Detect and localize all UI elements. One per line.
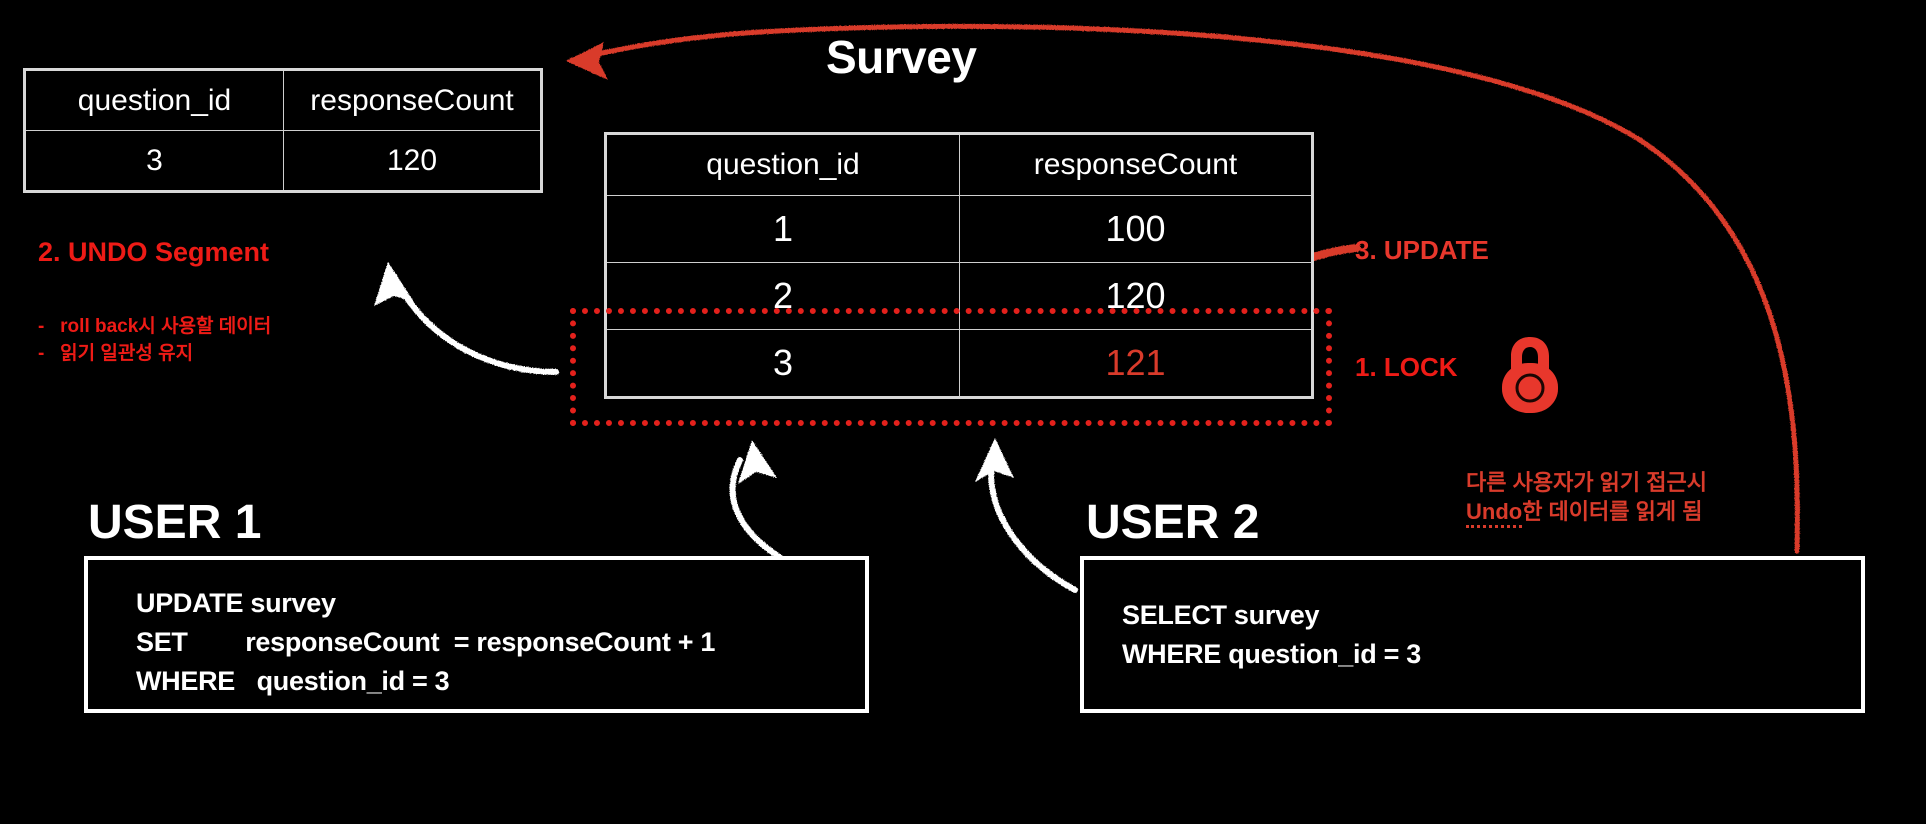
padlock-icon xyxy=(1502,337,1558,413)
column-header-question-id: question_id xyxy=(24,69,284,131)
table-row: 1 100 xyxy=(605,195,1313,263)
cell-response-count: 100 xyxy=(959,195,1313,263)
undo-segment-table: question_id responseCount 3 120 xyxy=(23,68,543,193)
sql-line: UPDATE survey xyxy=(136,588,336,618)
cell-question-id: 3 xyxy=(24,130,284,192)
column-header-response-count: responseCount xyxy=(283,69,542,131)
column-header-response-count: responseCount xyxy=(959,133,1313,196)
cell-response-count: 120 xyxy=(283,130,542,192)
survey-table: question_id responseCount 1 100 2 120 3 … xyxy=(604,132,1314,399)
cell-question-id: 1 xyxy=(605,195,960,263)
user2-title: USER 2 xyxy=(1086,496,1260,549)
table-header-row: question_id responseCount xyxy=(24,69,542,131)
note-line-1: 다른 사용자가 읽기 접근시 xyxy=(1466,470,1707,495)
table-row-locked: 3 121 xyxy=(605,329,1313,398)
sql-line: SELECT survey xyxy=(1122,600,1320,630)
lock-highlight-rectangle xyxy=(570,308,1332,426)
user2-sql-box: SELECT survey WHERE question_id = 3 xyxy=(1080,556,1865,713)
cell-response-count-updated: 121 xyxy=(959,329,1313,398)
undo-read-note: 다른 사용자가 읽기 접근시 Undo한 데이터를 읽게 됨 xyxy=(1466,468,1707,528)
undo-copy-arrow xyxy=(374,262,559,375)
table-header-row: question_id responseCount xyxy=(605,133,1313,196)
cell-question-id: 2 xyxy=(605,262,960,330)
note-line-2-rest: 한 데이터를 읽게 됨 xyxy=(1522,499,1703,524)
note-line-2: Undo한 데이터를 읽게 됨 xyxy=(1466,497,1707,528)
sql-line: WHERE question_id = 3 xyxy=(1122,639,1421,669)
lock-step-label: 1. LOCK xyxy=(1355,352,1458,382)
column-header-question-id: question_id xyxy=(605,133,960,196)
table-row: 2 120 xyxy=(605,262,1313,330)
undo-segment-label: 2. UNDO Segment xyxy=(38,237,270,267)
sql-line: WHERE question_id = 3 xyxy=(136,666,450,696)
user1-title: USER 1 xyxy=(88,496,262,549)
cell-response-count: 120 xyxy=(959,262,1313,330)
user2-to-row-arrow xyxy=(975,438,1078,593)
table-row: 3 120 xyxy=(24,130,542,192)
cell-question-id: 3 xyxy=(605,329,960,398)
user1-to-row-arrow xyxy=(729,440,787,563)
bullet-item: - 읽기 일관성 유지 xyxy=(38,343,194,364)
update-step-label: 3. UPDATE xyxy=(1355,235,1489,265)
undo-keyword: Undo xyxy=(1466,499,1523,528)
survey-title: Survey xyxy=(826,31,977,83)
bullet-item: - roll back시 사용할 데이터 xyxy=(38,316,272,337)
sql-line: SET responseCount = responseCount + 1 xyxy=(136,627,716,657)
undo-segment-bullets: - roll back시 사용할 데이터 - 읽기 일관성 유지 xyxy=(38,313,271,367)
user1-sql-box: UPDATE survey SET responseCount = respon… xyxy=(84,556,869,713)
